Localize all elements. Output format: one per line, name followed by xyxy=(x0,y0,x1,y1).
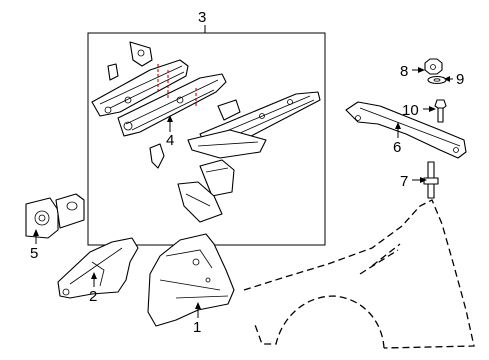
leader-5 xyxy=(33,229,39,244)
callout-1: 1 xyxy=(193,319,201,336)
leader-7 xyxy=(412,177,427,183)
leader-9 xyxy=(444,76,453,82)
part-9-washer xyxy=(427,75,447,85)
part-8-nut xyxy=(424,58,443,75)
part-1-wheelhouse xyxy=(147,233,235,327)
gusset-lower xyxy=(199,159,235,197)
leader-4 xyxy=(167,115,173,132)
callout-9: 9 xyxy=(456,71,464,88)
part-2-inner-panel xyxy=(57,237,139,299)
leader-1 xyxy=(195,302,201,318)
callout-4: 4 xyxy=(166,132,174,149)
small-bracket-mid xyxy=(217,99,241,121)
callout-6: 6 xyxy=(393,139,401,156)
callout-7: 7 xyxy=(400,173,408,190)
small-clip-left xyxy=(107,63,119,81)
weld-indicators xyxy=(157,64,197,106)
leader-6 xyxy=(395,122,401,138)
small-bracket-top xyxy=(129,41,153,67)
frame-rail-lower xyxy=(117,73,227,137)
fender-outline xyxy=(243,199,475,349)
part-5-bracket xyxy=(25,193,85,239)
shock-tower-bracket xyxy=(177,181,223,223)
part-7-stud xyxy=(423,161,439,199)
apron-extension xyxy=(187,129,267,159)
part-10-bolt xyxy=(434,99,447,123)
callout-10: 10 xyxy=(402,102,419,119)
leader-2 xyxy=(91,272,97,287)
small-bracket-lower xyxy=(149,143,165,169)
callout-3: 3 xyxy=(198,9,206,26)
callout-2: 2 xyxy=(89,288,97,305)
callout-5: 5 xyxy=(30,245,38,262)
leader-10 xyxy=(423,106,436,112)
callout-8: 8 xyxy=(400,63,408,80)
part-6-rail xyxy=(345,101,467,159)
leader-8 xyxy=(412,67,425,73)
